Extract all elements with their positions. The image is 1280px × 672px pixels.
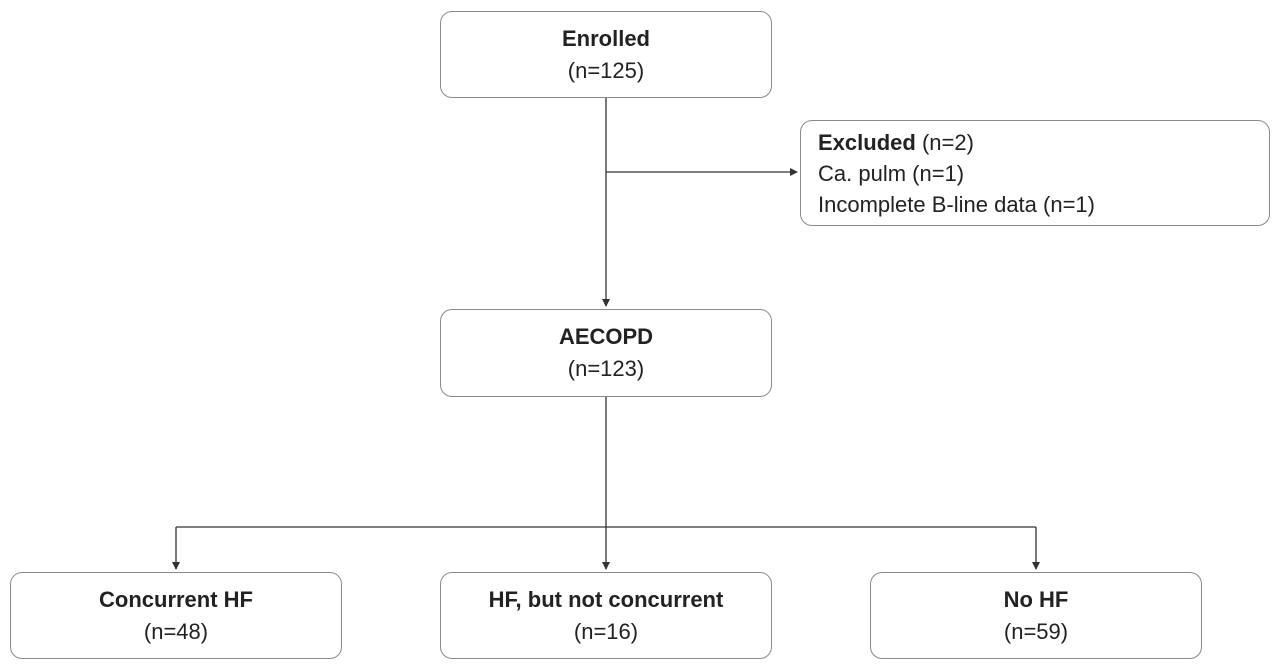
enrolled-title: Enrolled [561,25,650,51]
hf-not-concurrent-box: HF, but not concurrent (n=16) [440,572,772,659]
group-title: Concurrent HF [99,586,253,612]
excluded-title: Excluded [818,129,916,155]
enrolled-box: Enrolled (n=125) [440,11,772,98]
excluded-count: (n=2) [921,129,974,155]
group-count: (n=16) [573,618,639,644]
aecopd-box: AECOPD (n=123) [440,309,772,397]
excluded-box: Excluded (n=2) Ca. pulm (n=1) Incomplete… [800,120,1270,226]
excluded-heading: Excluded (n=2) [818,127,974,158]
group-title: HF, but not concurrent [488,586,724,612]
no-hf-box: No HF (n=59) [870,572,1202,659]
aecopd-count: (n=123) [567,356,645,381]
enrolled-count: (n=125) [567,57,645,83]
group-count: (n=48) [143,618,209,644]
group-count: (n=59) [1003,618,1069,644]
excluded-reason: Incomplete B-line data (n=1) [818,191,1095,217]
excluded-reason: Ca. pulm (n=1) [818,160,965,186]
concurrent-hf-box: Concurrent HF (n=48) [10,572,342,659]
aecopd-title: AECOPD [558,324,654,349]
group-title: No HF [1003,586,1069,612]
